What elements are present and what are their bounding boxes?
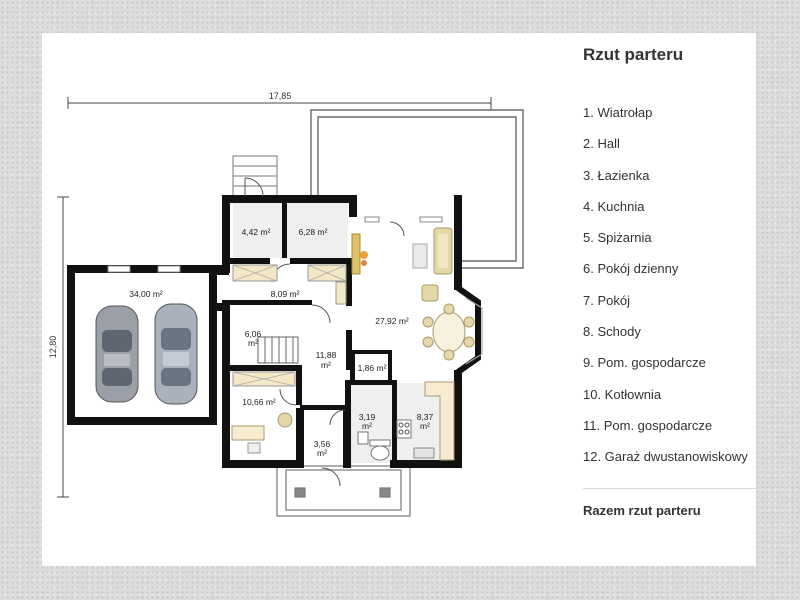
room-list-item: 9. Pom. gospodarcze (583, 355, 706, 371)
room-label-kitchen-line1: 8,37 (417, 412, 434, 422)
room-label-hall-line1: 11,88 (316, 350, 337, 360)
room-list-item: 1. Wiatrołap (583, 105, 653, 120)
room-label-wc-top: 4,42 m² (242, 227, 271, 237)
room-label-kitchen-line2: m² (420, 421, 430, 431)
bay-window-glass (465, 297, 483, 365)
staircase (257, 336, 299, 364)
room-label-hall-line2: m² (321, 360, 331, 370)
room-label-stairs-line2: m² (317, 448, 327, 458)
house-walls (217, 195, 462, 468)
coffee-table-icon (412, 243, 428, 269)
armchair-icon (421, 284, 439, 302)
dimension-height-label: 12,80 (48, 336, 58, 359)
terrace (310, 109, 524, 269)
kitchen-counter (396, 381, 455, 461)
room-label-wc-line2: m² (362, 421, 372, 431)
room-label-wc-line1: 3,19 (359, 412, 376, 422)
dimension-width-label: 17,85 (269, 91, 292, 101)
room-list-item: 6. Pokój dzienny (583, 261, 679, 277)
garage-walls (67, 265, 217, 425)
built-in-hatch (232, 264, 347, 387)
room-list-item: 7. Pokój (583, 292, 630, 308)
room-list: 1. Wiatrołap 2. Hall 3. Łazienka 4. Kuch… (583, 103, 748, 479)
living-windows (364, 216, 443, 223)
wc-fixtures (357, 431, 391, 461)
legend-total-label: Razem rzut parteru (583, 503, 701, 518)
entrance-porch-bottom (276, 465, 411, 517)
room-label-vestibule-line1: 6,06 (245, 329, 262, 339)
dimension-width (67, 97, 492, 109)
room-area-labels: 34,00 m² 4,42 m² 6,28 m² 8,09 m² 6,06 m²… (129, 227, 433, 458)
room-list-item: 3. Łazienka (583, 167, 650, 183)
room-label-pantry: 1,86 m² (358, 363, 387, 373)
room-label-stairs-line1: 3,56 (314, 439, 331, 449)
floor-plan: 17,85 12,80 (48, 91, 524, 517)
interior-walls (222, 203, 397, 465)
entrance-steps-top (232, 155, 278, 197)
terrace-door (389, 221, 405, 237)
room-label-vestibule-line2: m² (248, 338, 258, 348)
room-list-item: 11. Pom. gospodarcze (583, 417, 713, 433)
legend-divider (583, 488, 756, 489)
desk-icon (231, 425, 265, 454)
room-list-item: 10. Kotłownia (583, 386, 662, 402)
room-label-living: 27,92 m² (375, 316, 409, 326)
fireplace-icon (351, 233, 368, 275)
dimension-height (57, 196, 69, 498)
car-left-icon (95, 305, 139, 403)
legend-title: Rzut parteru (583, 45, 684, 64)
bay-window (456, 285, 481, 375)
room-list-item: 8. Schody (583, 324, 641, 340)
sofa-icon (433, 227, 453, 275)
room-list-item: 4. Kuchnia (583, 198, 645, 214)
room-list-item: 2. Hall (583, 136, 620, 152)
room-label-garage: 34,00 m² (129, 289, 163, 299)
room-label-bathroom: 6,28 m² (299, 227, 328, 237)
dining-table-icon (422, 303, 475, 361)
chair-icon (277, 412, 293, 428)
room-legend: Rzut parteru 1. Wiatrołap 2. Hall 3. Łaz… (583, 33, 756, 566)
room-list-item: 5. Spiżarnia (583, 230, 652, 246)
floor-plan-card: 17,85 12,80 (42, 33, 756, 566)
room-list-item: 12. Garaż dwustanowiskowy (583, 449, 748, 465)
garage-windows (107, 265, 181, 273)
room-label-room: 10,66 m² (242, 397, 276, 407)
room-label-hall-top: 8,09 m² (271, 289, 300, 299)
car-right-icon (154, 303, 198, 405)
